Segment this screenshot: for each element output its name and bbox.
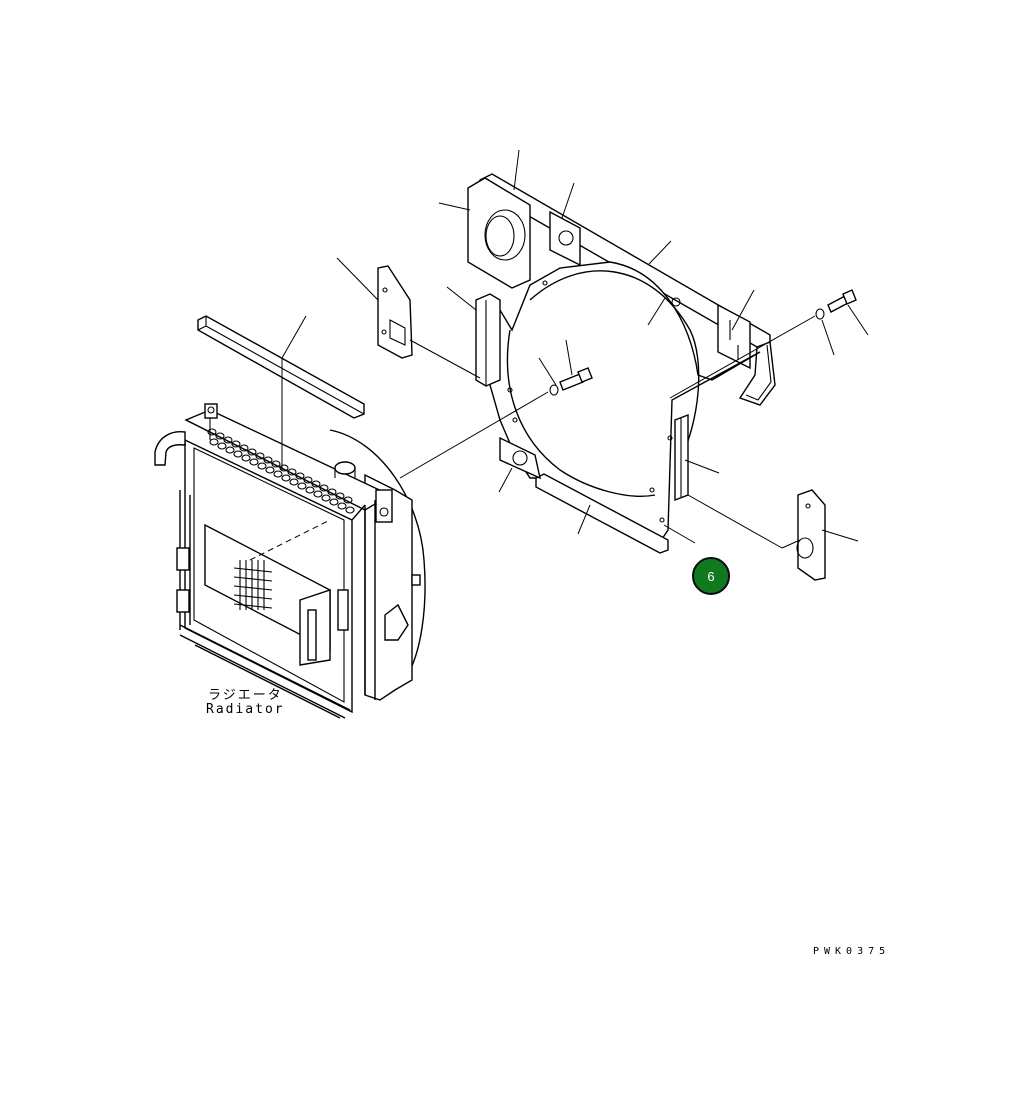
leader-lines	[281, 149, 869, 544]
callout-badge[interactable]: 6	[692, 557, 730, 595]
drawing-code: PWK0375	[813, 946, 891, 957]
fasteners	[549, 289, 857, 396]
part-name-en: Radiator	[206, 702, 285, 717]
brackets	[377, 265, 826, 581]
assembly-lines	[399, 315, 816, 549]
fan-shroud-plate	[467, 173, 776, 554]
part-name-jp: ラジエータ	[208, 688, 283, 703]
radiator-assembly	[154, 315, 426, 719]
